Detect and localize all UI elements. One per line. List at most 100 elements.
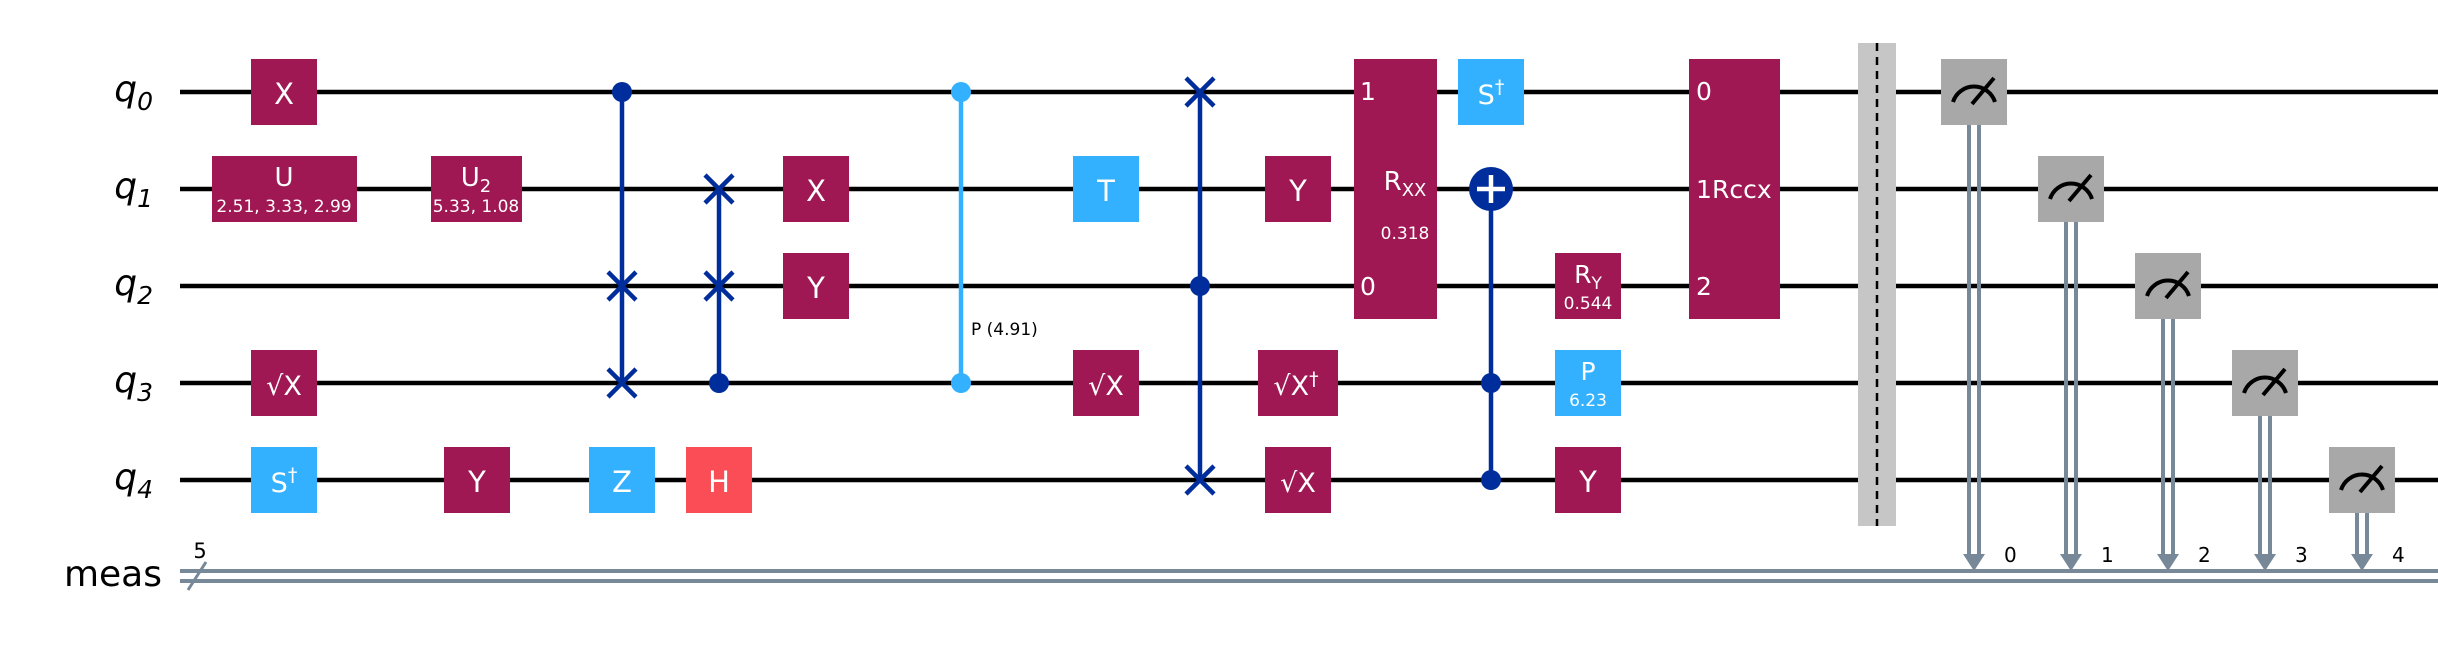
svg-text:P: P [1580, 357, 1595, 386]
quantum-wires [180, 89, 2438, 483]
control-dot [951, 82, 971, 102]
gate-ry-q2[interactable]: RY 0.544 [1555, 253, 1621, 319]
cphase-q0-q3[interactable]: P (4.91) [951, 82, 1038, 393]
qubit-label-q2: q2 [114, 263, 153, 310]
svg-text:5.33, 1.08: 5.33, 1.08 [433, 197, 520, 217]
measure-q0[interactable]: 0 [1941, 59, 2017, 571]
svg-text:Z: Z [612, 465, 632, 499]
svg-text:2: 2 [1696, 272, 1712, 301]
barrier [1858, 43, 1896, 526]
gate-t-q1[interactable]: T [1073, 156, 1139, 222]
meter-icon [2242, 375, 2288, 394]
bundle-size: 5 [193, 539, 206, 563]
measure-box [2135, 253, 2201, 319]
gate-x-q1[interactable]: X [783, 156, 849, 222]
qubit-label-q3: q3 [114, 360, 153, 407]
measure-bit-label: 4 [2392, 543, 2405, 567]
measure-box [2329, 447, 2395, 513]
svg-text:Y: Y [467, 465, 486, 499]
gate-y-q1[interactable]: Y [1265, 156, 1331, 222]
svg-text:X: X [806, 174, 826, 208]
svg-text:U2: U2 [461, 163, 491, 197]
meter-icon [1951, 84, 1997, 103]
gate-sdg-q0[interactable]: S† [1458, 59, 1524, 125]
measure-q2[interactable]: 2 [2135, 253, 2211, 571]
svg-text:U: U [274, 163, 293, 193]
svg-text:√X: √X [1280, 468, 1316, 499]
meter-icon [2339, 472, 2385, 491]
classical-register-label: meas [64, 554, 162, 595]
svg-text:Y: Y [1578, 465, 1597, 499]
swap-cross [703, 270, 735, 302]
gate-sx-q4[interactable]: √X [1265, 447, 1331, 513]
measure-arrow [2060, 554, 2082, 571]
svg-text:6.23: 6.23 [1569, 391, 1607, 411]
gate-sx-q3[interactable]: √X [251, 350, 317, 416]
swap-cross [606, 270, 638, 302]
qubit-label-q1: q1 [114, 166, 153, 213]
gate-z-q4[interactable]: Z [589, 447, 655, 513]
measure-bit-label: 3 [2295, 543, 2308, 567]
register-labels: q0 q1 q2 q3 q4 meas [64, 69, 162, 595]
svg-text:T: T [1096, 174, 1115, 208]
gate-sx-q3-b[interactable]: √X [1073, 350, 1139, 416]
measure-arrow [2351, 554, 2373, 571]
swap-cross [703, 173, 735, 205]
measure-box [1941, 59, 2007, 125]
svg-text:RY: RY [1574, 260, 1602, 294]
cswap-q0-q2-q3[interactable] [606, 82, 638, 399]
measure-q4[interactable]: 4 [2329, 447, 2405, 571]
control-dot [1481, 373, 1501, 393]
cphase-label: P (4.91) [971, 320, 1038, 340]
measure-box [2038, 156, 2104, 222]
svg-text:H: H [708, 465, 730, 499]
measure-bit-label: 0 [2004, 543, 2017, 567]
svg-text:S†: S† [1478, 76, 1505, 111]
svg-text:Rccx: Rccx [1712, 175, 1772, 204]
meter-icon [2145, 278, 2191, 297]
svg-text:√X: √X [1088, 371, 1124, 402]
measure-bit-label: 1 [2101, 543, 2114, 567]
control-dot [951, 373, 971, 393]
measure-arrow [1963, 554, 1985, 571]
cswap-q3-q1-q2[interactable] [703, 173, 735, 393]
gate-rxx-q0-q2[interactable]: 1 0 RXX 0.318 [1354, 59, 1437, 319]
cswap-q2-q0-q4[interactable] [1184, 76, 1216, 496]
gate-sxdg-q3[interactable]: √X† [1258, 350, 1338, 416]
qubit-label-q0: q0 [114, 69, 153, 116]
svg-text:0: 0 [1360, 272, 1376, 301]
measure-box [2232, 350, 2298, 416]
gate-u2-q1[interactable]: U2 5.33, 1.08 [431, 156, 522, 222]
bundle-slash [186, 561, 208, 591]
gate-x-q0[interactable]: X [251, 59, 317, 125]
gate-y-q4-b[interactable]: Y [1555, 447, 1621, 513]
gate-sdg-q4[interactable]: S† [251, 447, 317, 513]
svg-text:X: X [274, 77, 294, 111]
swap-cross [606, 367, 638, 399]
svg-text:Y: Y [1288, 174, 1307, 208]
svg-text:1: 1 [1696, 175, 1712, 204]
control-dot [709, 373, 729, 393]
control-dot [1481, 470, 1501, 490]
gate-h-q4[interactable]: H [686, 447, 752, 513]
gate-y-q2[interactable]: Y [783, 253, 849, 319]
gate-rccx-q0-q1-q2[interactable]: 0 1 2 Rccx [1689, 59, 1780, 319]
swap-cross [1184, 76, 1216, 108]
gate-p-q3[interactable]: P 6.23 [1555, 350, 1621, 416]
svg-text:RXX: RXX [1384, 167, 1427, 201]
gate-y-q4[interactable]: Y [444, 447, 510, 513]
meter-icon [2048, 181, 2094, 200]
measure-bit-label: 2 [2198, 543, 2211, 567]
ccx-q3-q4-target-q1[interactable] [1469, 167, 1513, 490]
swap-cross [1184, 464, 1216, 496]
qubit-label-q4: q4 [114, 457, 153, 504]
measure-q1[interactable]: 1 [2038, 156, 2114, 571]
gate-u-q1[interactable]: U 2.51, 3.33, 2.99 [212, 156, 357, 222]
measurements: 0 1 2 3 4 [1941, 59, 2405, 571]
measure-q3[interactable]: 3 [2232, 350, 2308, 571]
classical-wire: 5 [180, 539, 2438, 591]
svg-text:0.318: 0.318 [1381, 224, 1430, 244]
control-dot [1190, 276, 1210, 296]
measure-arrow [2157, 554, 2179, 571]
